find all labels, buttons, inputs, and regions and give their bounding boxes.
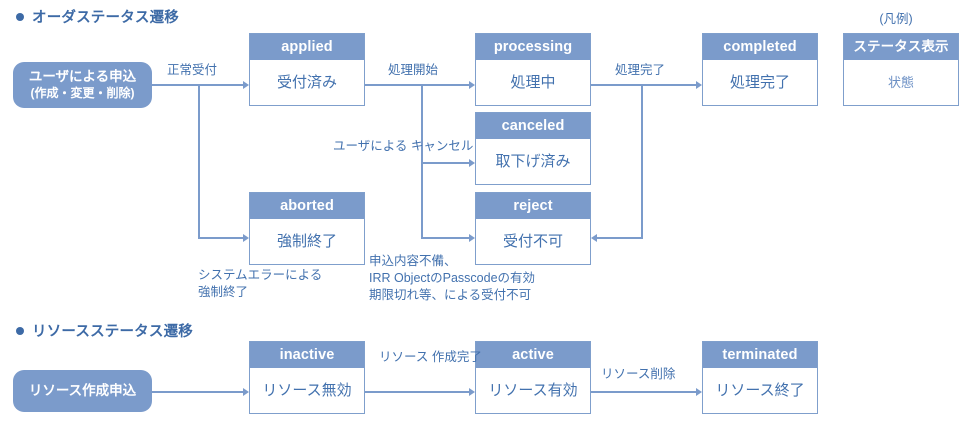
state-box-aborted-label: 強制終了	[250, 219, 364, 264]
state-box-inactive-label: リソース無効	[250, 368, 364, 413]
bullet-icon-2	[16, 327, 24, 336]
order-start-node: ユーザによる申込 (作成・変更・削除)	[13, 62, 152, 108]
connector-branch-to-aborted-vertical	[198, 84, 200, 239]
edge-label-applied-to-canceled: ユーザによる キャンセル	[333, 139, 474, 153]
connector-start-to-applied	[152, 84, 243, 86]
state-box-processing: processing 処理中	[475, 33, 591, 106]
arrowhead-to-aborted	[243, 234, 249, 242]
section-heading-order-label: オーダステータス遷移	[32, 10, 179, 26]
section-heading-resource-label: リソースステータス遷移	[32, 324, 193, 340]
connector-applied-to-processing	[365, 84, 469, 86]
legend-caption: (凡例)	[879, 12, 913, 26]
arrowhead-start-to-applied	[243, 81, 249, 89]
state-box-reject-header: reject	[476, 193, 590, 219]
state-box-aborted: aborted 強制終了	[249, 192, 365, 265]
resource-start-line1: リソース作成申込	[28, 382, 137, 398]
connector-processing-to-completed	[591, 84, 696, 86]
legend-box: ステータス表示 状態	[843, 33, 959, 106]
edge-label-processing-to-completed: 処理完了	[615, 63, 666, 77]
connector-resource-start-to-inactive	[152, 391, 243, 393]
bullet-icon	[16, 13, 24, 22]
edge-label-inactive-to-active: リソース 作成完了	[379, 350, 482, 364]
section-heading-order: オーダステータス遷移	[16, 6, 179, 27]
state-box-active-header: active	[476, 342, 590, 368]
state-box-terminated: terminated リソース終了	[702, 341, 818, 414]
resource-start-node: リソース作成申込	[13, 370, 152, 412]
arrowhead-applied-to-processing	[469, 81, 475, 89]
arrowhead-to-canceled	[469, 159, 475, 167]
state-box-inactive-header: inactive	[250, 342, 364, 368]
edge-label-start-to-applied: 正常受付	[167, 63, 218, 77]
connector-inactive-to-active	[365, 391, 469, 393]
state-box-terminated-header: terminated	[703, 342, 817, 368]
state-box-canceled-label: 取下げ済み	[476, 139, 590, 184]
legend-box-body: 状態	[844, 60, 958, 105]
legend-box-header: ステータス表示	[844, 34, 958, 60]
state-box-canceled-header: canceled	[476, 113, 590, 139]
arrowhead-processing-to-completed	[696, 81, 702, 89]
state-box-completed-label: 処理完了	[703, 60, 817, 105]
state-box-applied-header: applied	[250, 34, 364, 60]
state-box-completed: completed 処理完了	[702, 33, 818, 106]
connector-return-to-reject-vertical	[641, 84, 643, 239]
connector-branch-to-reject-horizontal	[421, 237, 469, 239]
connector-branch-to-canceled-horizontal	[421, 162, 469, 164]
note-reject: 申込内容不備、 IRR ObjectのPasscodeの有効 期限切れ等、による…	[369, 254, 536, 302]
state-box-active-label: リソース有効	[476, 368, 590, 413]
connector-return-to-reject-horizontal	[597, 237, 643, 239]
edge-label-applied-to-processing: 処理開始	[388, 63, 439, 77]
order-start-line2: (作成・変更・削除)	[30, 85, 135, 100]
state-box-applied-label: 受付済み	[250, 60, 364, 105]
arrowhead-resource-start-to-inactive	[243, 388, 249, 396]
arrowhead-active-to-terminated	[696, 388, 702, 396]
state-box-aborted-header: aborted	[250, 193, 364, 219]
state-box-completed-header: completed	[703, 34, 817, 60]
arrowhead-to-reject	[469, 234, 475, 242]
connector-branch-cancel-reject-vertical	[421, 84, 423, 239]
order-start-line1: ユーザによる申込	[28, 69, 137, 85]
arrowhead-return-to-reject	[591, 234, 597, 242]
state-box-applied: applied 受付済み	[249, 33, 365, 106]
state-box-inactive: inactive リソース無効	[249, 341, 365, 414]
connector-active-to-terminated	[591, 391, 696, 393]
edge-label-active-to-terminated: リソース削除	[601, 367, 676, 381]
connector-branch-to-aborted-horizontal	[198, 237, 243, 239]
note-aborted: システムエラーによる 強制終了	[198, 268, 323, 299]
state-box-active: active リソース有効	[475, 341, 591, 414]
state-box-processing-label: 処理中	[476, 60, 590, 105]
state-box-terminated-label: リソース終了	[703, 368, 817, 413]
state-box-reject: reject 受付不可	[475, 192, 591, 265]
state-box-reject-label: 受付不可	[476, 219, 590, 264]
state-box-canceled: canceled 取下げ済み	[475, 112, 591, 185]
section-heading-resource: リソースステータス遷移	[16, 320, 193, 341]
arrowhead-inactive-to-active	[469, 388, 475, 396]
state-box-processing-header: processing	[476, 34, 590, 60]
